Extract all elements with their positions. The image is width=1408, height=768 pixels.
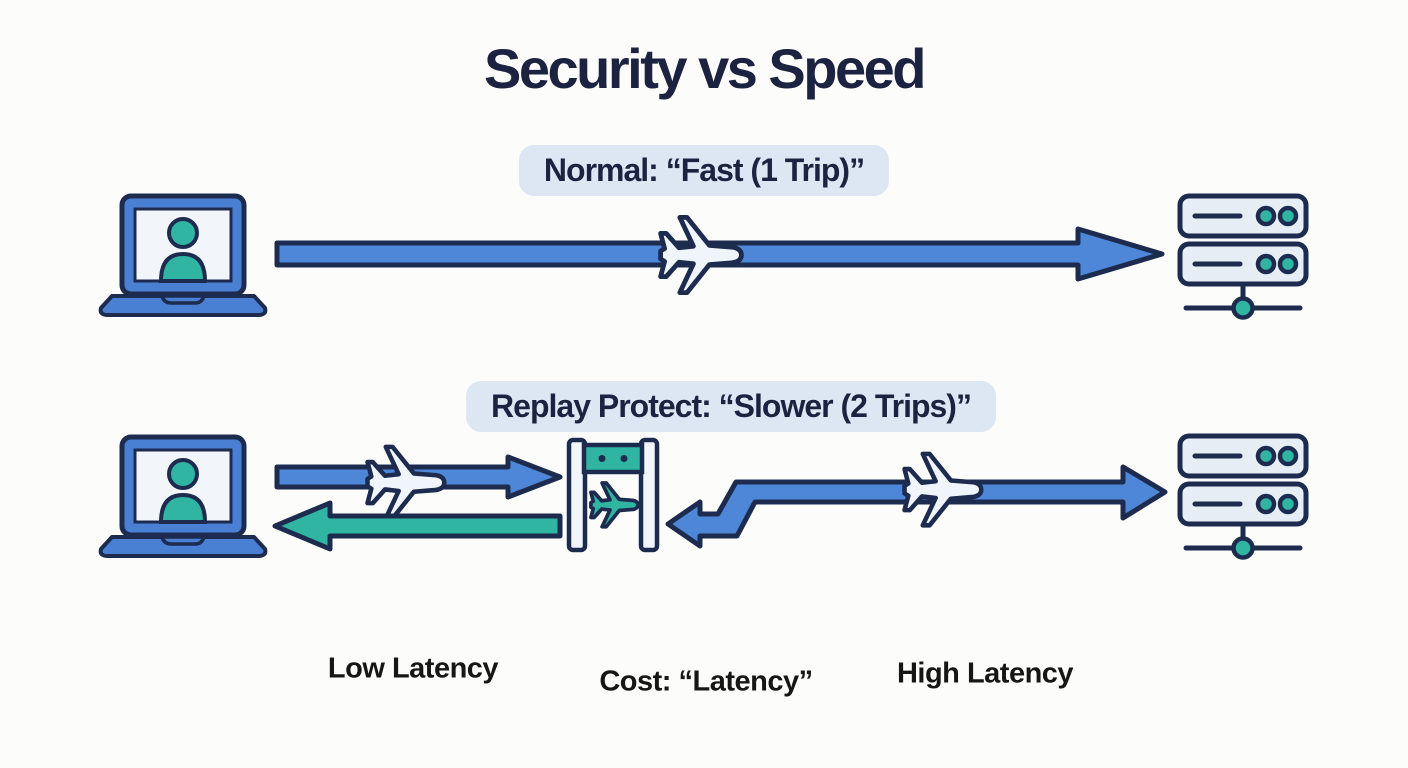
airplane-icon [368,447,445,518]
scenario-label-normal: Normal: “Fast (1 Trip)” [518,145,890,196]
server-stack-icon [1180,436,1306,558]
server-stack-icon [1180,196,1306,318]
label-high-latency: High Latency [896,657,1074,690]
page-title: Security vs Speed [484,37,926,100]
challenge-return-arrow [272,500,563,552]
airplane-icon [905,454,982,525]
label-low-latency: Low Latency [327,652,499,685]
client-laptop-icon [101,196,266,315]
checkpoint-airplane-icon [589,481,640,529]
scenario-label-replay-protect: Replay Protect: “Slower (2 Trips)” [466,381,996,432]
label-cost-latency: Cost: “Latency” [599,665,813,698]
request-arrow-trip2 [665,464,1168,549]
client-laptop-icon [101,437,266,556]
airplane-icon [661,217,742,292]
